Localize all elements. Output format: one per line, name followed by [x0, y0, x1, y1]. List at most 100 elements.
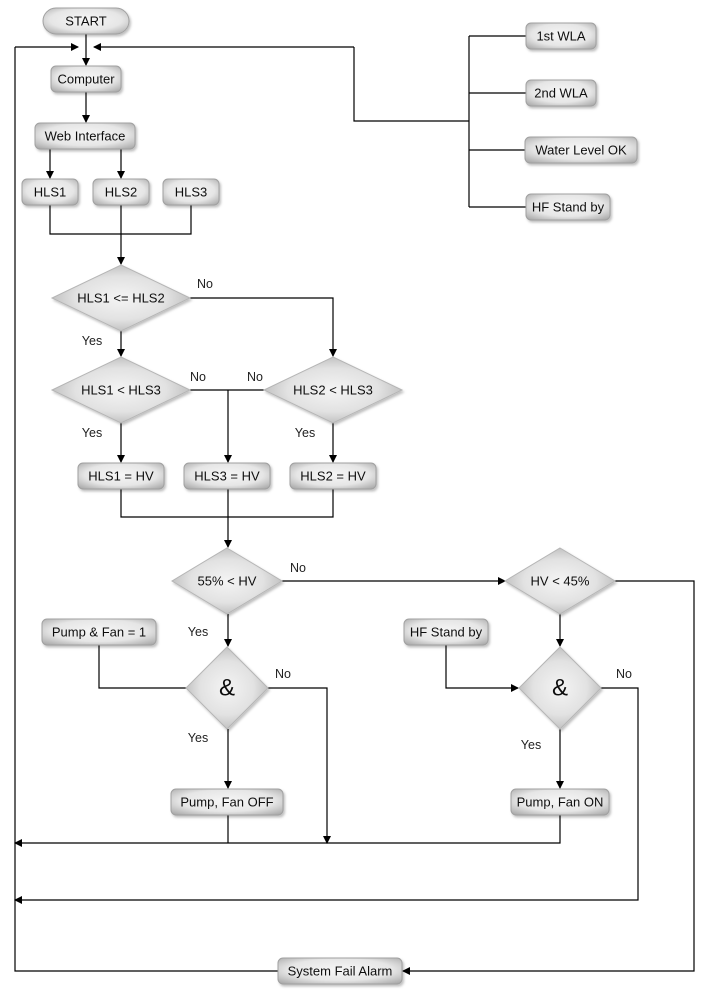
node-label: Pump & Fan = 1	[52, 625, 146, 640]
node-shape	[41, 618, 157, 646]
node-shape	[185, 646, 269, 730]
process-node-computer: Computer	[50, 65, 122, 93]
node-label: 2nd WLA	[534, 86, 588, 101]
node-label: HLS1	[34, 185, 67, 200]
process-node-hfsb_top: HF Stand by	[525, 193, 611, 221]
process-node-wla2: 2nd WLA	[525, 79, 597, 107]
connector-line	[98, 645, 186, 689]
process-node-hv3: HLS3 = HV	[183, 462, 271, 490]
node-label: HF Stand by	[410, 625, 483, 640]
decision-node-d1: HLS1 <= HLS2	[50, 264, 192, 332]
connector-line	[120, 489, 334, 518]
node-shape	[170, 788, 284, 816]
connector-line	[353, 47, 469, 122]
decision-node-d3: HLS2 < HLS3	[262, 356, 404, 424]
connector-line	[445, 645, 519, 692]
node-label: HLS3	[175, 185, 208, 200]
process-node-web: Web Interface	[34, 122, 136, 150]
node-shape	[504, 547, 616, 615]
edge-label-and1-no: No	[275, 667, 291, 681]
node-shape	[289, 462, 377, 490]
node-label: HF Stand by	[532, 200, 605, 215]
connector-line	[14, 47, 278, 972]
connector-lines	[14, 34, 695, 975]
node-shape	[525, 22, 597, 50]
decision-node-and1: &	[185, 646, 269, 730]
node-label: HLS2	[105, 185, 138, 200]
node-label: Pump, Fan OFF	[180, 795, 273, 810]
connector-line	[14, 687, 639, 904]
node-shape	[525, 79, 597, 107]
node-label: 55% < HV	[198, 574, 257, 589]
node-shape	[510, 788, 610, 816]
node-shape	[171, 547, 283, 615]
node-label: Water Level OK	[535, 143, 627, 158]
node-label: &	[219, 675, 235, 702]
edge-label-d4-yes: Yes	[188, 625, 208, 639]
node-label: System Fail Alarm	[288, 964, 393, 979]
node-label: HV < 45%	[531, 574, 590, 589]
process-node-hfsb: HF Stand by	[403, 618, 489, 646]
edge-label-and2-no: No	[616, 667, 632, 681]
node-label: HLS3 = HV	[194, 469, 260, 484]
node-shape	[50, 356, 192, 424]
decision-node-and2: &	[518, 646, 602, 730]
process-node-hls2: HLS2	[92, 178, 150, 206]
edge-label-d3-no: No	[247, 370, 263, 384]
edge-label-d1-yes: Yes	[82, 334, 102, 348]
edge-label-d3-yes: Yes	[295, 426, 315, 440]
node-label: Web Interface	[45, 129, 126, 144]
node-shape	[403, 618, 489, 646]
node-shape	[525, 193, 611, 221]
node-shape	[77, 462, 165, 490]
node-shape	[92, 178, 150, 206]
node-label: Pump, Fan ON	[517, 795, 604, 810]
node-label: Computer	[57, 72, 115, 87]
terminal-node-start: START	[42, 7, 130, 35]
node-label: &	[552, 675, 568, 702]
edge-label-d1-no: No	[197, 277, 213, 291]
node-shape	[183, 462, 271, 490]
connector-line	[14, 815, 561, 847]
process-node-hv2: HLS2 = HV	[289, 462, 377, 490]
edge-label-d2-yes: Yes	[82, 426, 102, 440]
process-node-on: Pump, Fan ON	[510, 788, 610, 816]
node-shape	[50, 264, 192, 332]
node-label: HLS2 < HLS3	[293, 383, 373, 398]
node-shape	[50, 65, 122, 93]
decision-node-d2: HLS1 < HLS3	[50, 356, 192, 424]
node-label: HLS1 = HV	[88, 469, 154, 484]
connector-line	[190, 297, 337, 357]
node-shape	[524, 136, 638, 164]
node-label: START	[65, 14, 106, 29]
decision-node-d4: 55% < HV	[171, 547, 283, 615]
process-node-wlok: Water Level OK	[524, 136, 638, 164]
edge-label-d2-no: No	[190, 370, 206, 384]
process-node-off: Pump, Fan OFF	[170, 788, 284, 816]
edge-label-d4-no: No	[290, 561, 306, 575]
node-shape	[42, 7, 130, 35]
process-node-hls3: HLS3	[162, 178, 220, 206]
node-shape	[518, 646, 602, 730]
node-label: HLS1 < HLS3	[81, 383, 161, 398]
node-shape	[262, 356, 404, 424]
edge-label-and1-yes: Yes	[188, 731, 208, 745]
process-node-pf1: Pump & Fan = 1	[41, 618, 157, 646]
edge-label-and2-yes: Yes	[521, 738, 541, 752]
node-label: 1st WLA	[536, 29, 585, 44]
node-label: HLS1 <= HLS2	[77, 291, 164, 306]
connector-line	[268, 687, 331, 844]
process-node-alarm: System Fail Alarm	[277, 957, 403, 985]
process-node-hls1: HLS1	[21, 178, 79, 206]
connector-line	[402, 580, 695, 975]
node-shape	[21, 178, 79, 206]
node-label: HLS2 = HV	[300, 469, 366, 484]
process-node-hv1: HLS1 = HV	[77, 462, 165, 490]
node-shape	[34, 122, 136, 150]
node-shape	[277, 957, 403, 985]
node-shape	[162, 178, 220, 206]
process-node-wla1: 1st WLA	[525, 22, 597, 50]
